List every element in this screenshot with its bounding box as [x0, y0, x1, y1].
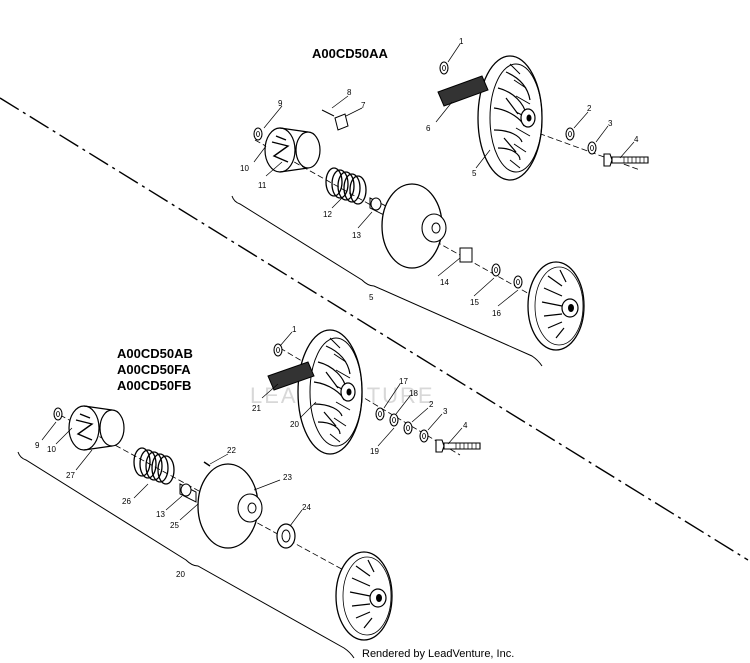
callout-top-12: 12 [323, 210, 332, 219]
assembly-title-bottom-1: A00CD50AB [117, 346, 193, 361]
callout-top-5a: 5 [472, 169, 477, 178]
housing-11-top [264, 127, 321, 173]
callout-bottom-20a: 20 [290, 420, 299, 429]
callout-top-11: 11 [258, 181, 267, 190]
callout-bottom-19: 19 [370, 447, 379, 456]
assembly-brackets [17, 195, 543, 659]
callout-bottom-26: 26 [122, 497, 131, 506]
washer-18-bottom [389, 413, 399, 427]
callout-bottom-18: 18 [409, 389, 418, 398]
bearing-14-top [459, 247, 473, 263]
drive-fan-bottom [297, 329, 363, 455]
callout-bottom-3: 3 [443, 407, 448, 416]
callout-bottom-21: 21 [252, 404, 261, 413]
washer-17-bottom [375, 407, 385, 421]
callout-bottom-4: 4 [463, 421, 468, 430]
washer-2-bottom [403, 421, 413, 435]
callout-top-1: 1 [459, 37, 464, 46]
housing-27-bottom [68, 405, 125, 451]
pin-22-bottom [203, 461, 211, 467]
callout-top-7: 7 [361, 101, 366, 110]
callout-top-15: 15 [470, 298, 479, 307]
callout-top-13: 13 [352, 231, 361, 240]
callout-bottom-20b: 20 [176, 570, 185, 579]
section-divider [0, 97, 749, 561]
washer-9-top [253, 127, 263, 141]
washer-1-top [439, 61, 449, 75]
callout-bottom-24: 24 [302, 503, 311, 512]
callout-top-5b: 5 [369, 293, 374, 302]
callout-leaders [41, 43, 635, 527]
callout-bottom-1: 1 [292, 325, 297, 334]
footer-credit: Rendered by LeadVenture, Inc. [362, 648, 515, 660]
pin-8-top [321, 109, 335, 117]
callout-top-14: 14 [440, 278, 449, 287]
weight-7-top [334, 113, 349, 131]
callout-top-16: 16 [492, 309, 501, 318]
callouts-bottom: 1 21 20 17 18 19 2 3 4 9 10 27 22 23 26 … [35, 325, 468, 579]
callout-bottom-27: 27 [66, 471, 75, 480]
washer-3-top [587, 141, 597, 155]
callout-top-3: 3 [608, 119, 613, 128]
belt-piece-bottom [267, 361, 315, 391]
callout-top-10: 10 [240, 164, 249, 173]
belt-piece-top [437, 75, 489, 107]
callout-bottom-2: 2 [429, 400, 434, 409]
spring-26-bottom [133, 447, 175, 485]
callout-bottom-10: 10 [47, 445, 56, 454]
washer-9-bottom [53, 407, 63, 421]
sheave-top [381, 183, 447, 269]
assembly-title-bottom-2: A00CD50FA [117, 362, 191, 377]
top-assembly [253, 55, 649, 351]
callout-bottom-13: 13 [156, 510, 165, 519]
callout-bottom-22: 22 [227, 446, 236, 455]
assembly-title-bottom-3: A00CD50FB [117, 378, 192, 393]
callouts-top: 1 2 3 4 5 6 7 8 9 10 11 12 13 5 14 15 16 [240, 37, 639, 318]
callout-bottom-17: 17 [399, 377, 408, 386]
callout-top-8: 8 [347, 88, 352, 97]
callout-top-6: 6 [426, 124, 431, 133]
callout-top-9: 9 [278, 99, 283, 108]
assembly-title-top: A00CD50AA [312, 46, 388, 61]
washer-15-top [491, 263, 501, 277]
drive-fan-top [477, 55, 543, 181]
sheave-bottom [197, 463, 263, 549]
callout-bottom-23: 23 [283, 473, 292, 482]
bolt-4-top [603, 153, 649, 167]
washer-2-top [565, 127, 575, 141]
bottom-assembly [53, 329, 481, 641]
callout-bottom-9: 9 [35, 441, 40, 450]
bolt-4-bottom [435, 439, 481, 453]
callout-bottom-25: 25 [170, 521, 179, 530]
washer-3-bottom [419, 429, 429, 443]
driven-pulley-top [527, 261, 585, 351]
washer-16-top [513, 275, 523, 289]
callout-top-2: 2 [587, 104, 592, 113]
callout-top-4: 4 [634, 135, 639, 144]
driven-pulley-bottom [335, 551, 393, 641]
washer-1-bottom [273, 343, 283, 357]
